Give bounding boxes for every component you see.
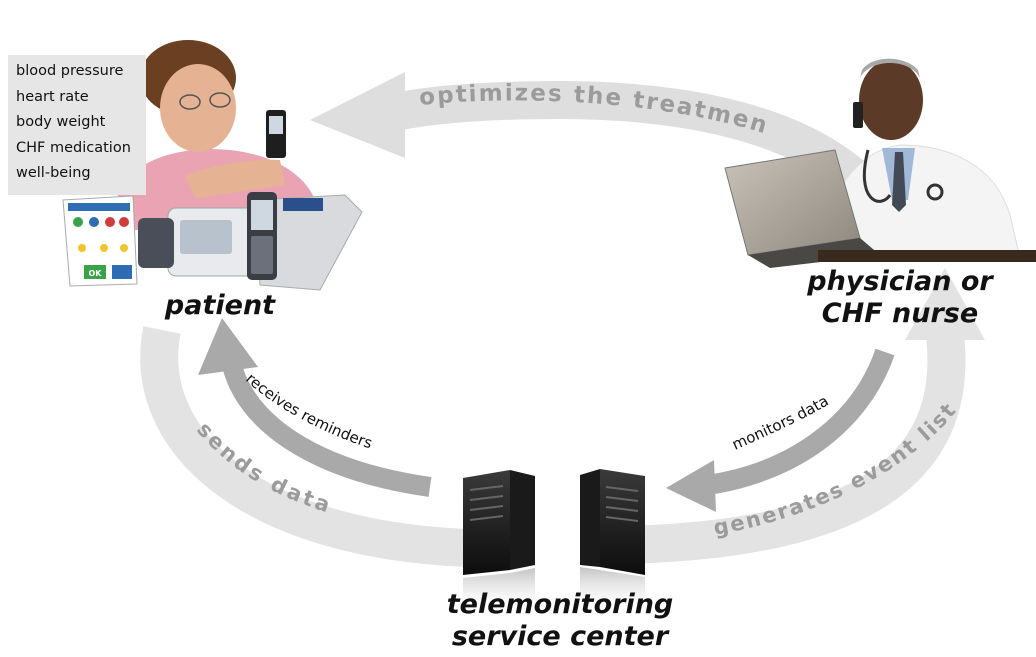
arrow-sends-data	[140, 326, 471, 567]
arrow-generates-event-list	[619, 332, 966, 564]
patient-label: patient	[164, 290, 276, 321]
blood-pressure-monitor	[138, 207, 257, 277]
service-center-label-line1: telemonitoring	[446, 589, 674, 620]
service-center-label: telemonitoring service center	[430, 589, 690, 653]
tablet-form-screen: OK	[62, 195, 138, 287]
measurement-chf-medication: CHF medication	[16, 139, 131, 156]
measurement-body-weight: body weight	[16, 114, 106, 130]
physician-label-line2: CHF nurse	[821, 298, 979, 329]
measurement-well-being: well-being	[16, 165, 91, 181]
server-rack-right	[580, 469, 645, 615]
server-rack-left	[463, 470, 535, 615]
physician-label-line1: physician or	[807, 266, 993, 297]
service-center-label-line2: service center	[451, 621, 669, 652]
arrow-monitors-data	[698, 348, 895, 496]
tablet-ok-label: OK	[89, 269, 103, 278]
measurement-heart-rate: heart rate	[16, 88, 89, 105]
arrow-generates-event-list-head	[905, 268, 985, 340]
laptop	[724, 149, 1036, 268]
arrow-receives-reminders	[222, 362, 432, 497]
arrow-optimizes-treatment-head	[310, 72, 405, 158]
arrow-receives-reminders-head	[198, 318, 258, 375]
arrow-monitors-data-head	[666, 460, 716, 512]
measurement-blood-pressure: blood pressure	[16, 63, 124, 79]
physician-label: physician or CHF nurse	[800, 266, 1000, 330]
physician-illustration	[819, 58, 1021, 261]
mobile-phone-device	[247, 192, 277, 280]
patient-measurements-list: blood pressure heart rate body weight CH…	[8, 55, 146, 195]
